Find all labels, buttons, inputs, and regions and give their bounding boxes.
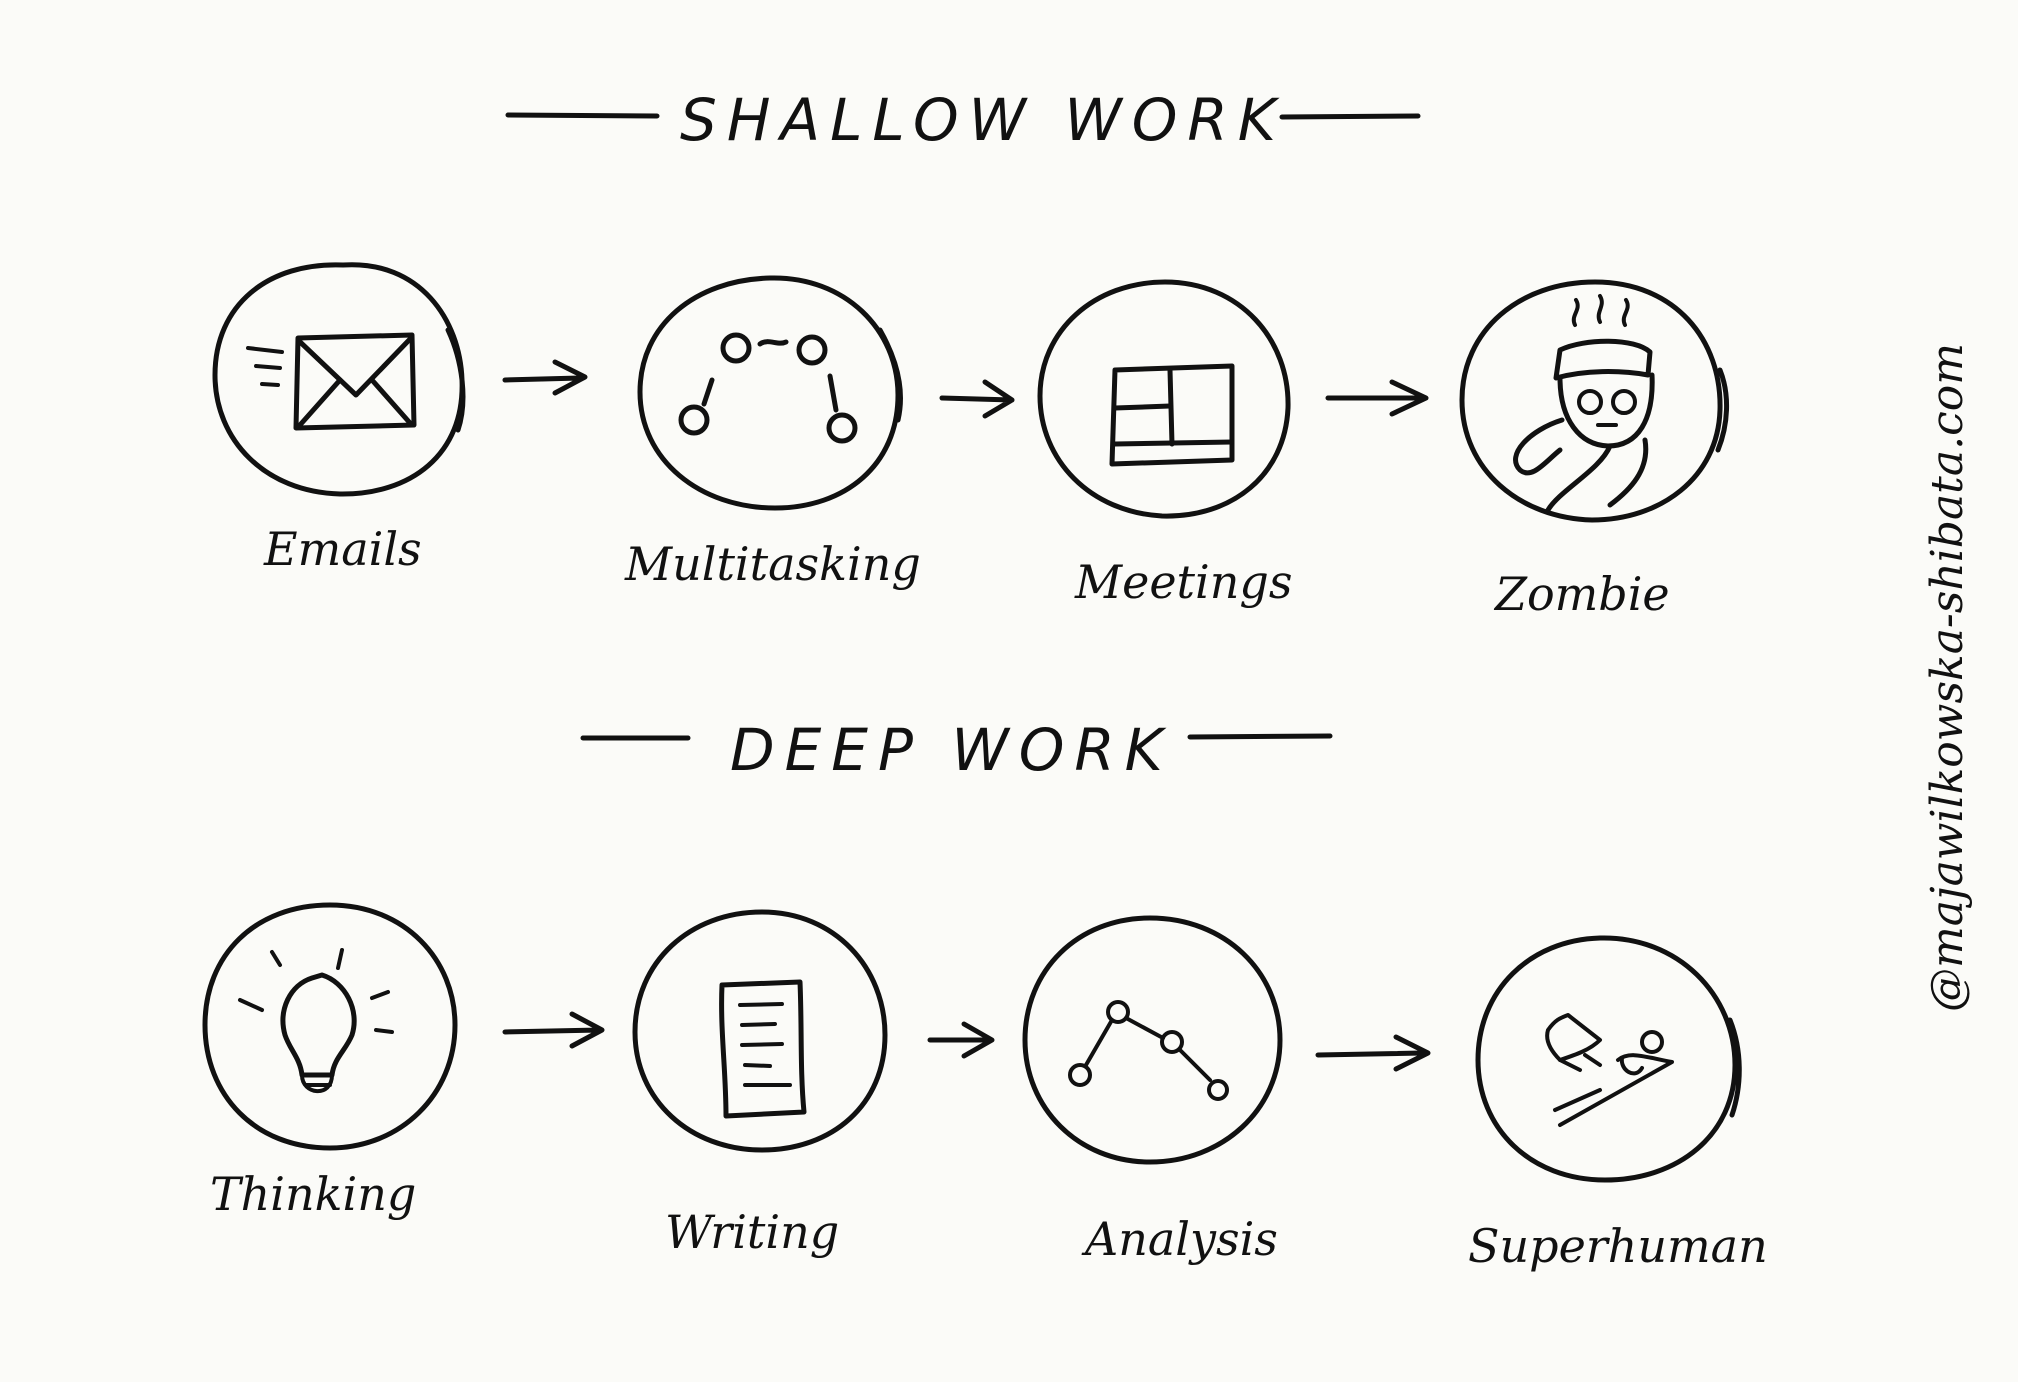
deep-step-writing: Writing [632,909,888,1259]
thinking-circle [202,902,458,1151]
meetings-label: Meetings [1074,555,1292,609]
shallow-step-zombie: Zombie [1459,279,1729,621]
shallow-work-title: SHALLOW WORK [680,86,1286,154]
writing-circle [632,909,888,1153]
deep-work-heading: DEEP WORK [580,716,1333,784]
emails-label: Emails [263,522,422,576]
multitasking-label: Multitasking [624,537,921,591]
lightbulb-icon [238,948,394,1094]
shallow-work-heading: SHALLOW WORK [505,86,1421,154]
heading-rule-right [1279,113,1421,120]
table-icon [1109,363,1235,467]
scattered-dots-icon [678,332,858,444]
arrow-3 [1325,379,1429,417]
flying-superhero-icon [1545,1013,1674,1127]
document-icon [719,979,807,1119]
shallow-step-multitasking: Multitasking [624,275,921,591]
deep-work-title: DEEP WORK [730,716,1173,784]
arrow-2 [939,379,1015,419]
deep-step-superhuman: Superhuman [1468,935,1768,1273]
arrow-6 [1315,1034,1431,1072]
thinking-label: Thinking [210,1167,416,1221]
arrow-4 [502,1011,605,1049]
writing-label: Writing [665,1205,839,1259]
zombie-circle [1459,279,1729,523]
envelope-icon [246,332,417,431]
arrow-1 [502,359,588,396]
meetings-circle [1037,279,1291,519]
connected-dots-icon [1068,1000,1229,1101]
superhuman-circle [1475,935,1742,1183]
shallow-step-emails: Emails [212,262,466,576]
emails-circle [212,262,466,497]
analysis-circle [1022,915,1283,1165]
credit: @majawilkowska-shibata.com [1922,343,1973,1012]
analysis-label: Analysis [1081,1212,1278,1266]
heading-rule-right [1187,733,1333,740]
shallow-step-meetings: Meetings [1037,279,1292,609]
arrow-5 [927,1021,995,1059]
superhuman-label: Superhuman [1468,1219,1768,1273]
heading-rule-left [505,112,660,119]
deep-step-analysis: Analysis [1022,915,1283,1266]
zombie-icon [1513,294,1655,513]
multitasking-circle [637,275,903,511]
zombie-label: Zombie [1493,567,1670,621]
deep-step-thinking: Thinking [202,902,458,1221]
credit-text: @majawilkowska-shibata.com [1922,343,1973,1012]
